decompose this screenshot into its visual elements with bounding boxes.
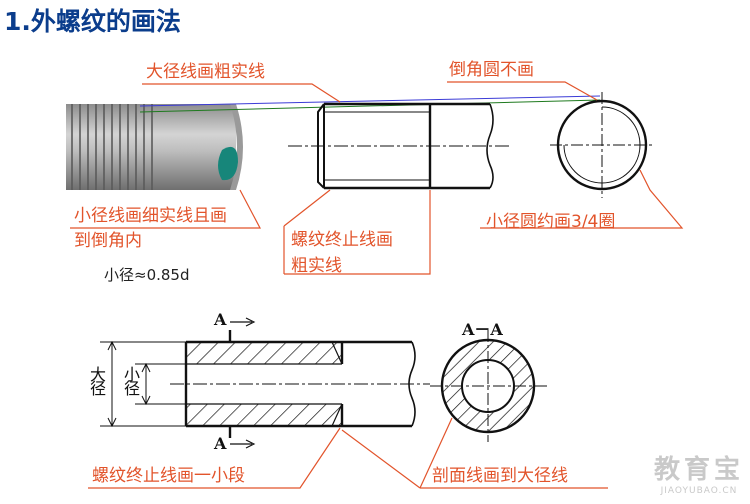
label-end-line-2: 粗实线: [291, 256, 342, 276]
page-title: 1.外螺纹的画法: [4, 7, 181, 36]
section-mark-bottom: A: [214, 434, 227, 453]
minor-guide-line: [139, 99, 601, 113]
watermark-sub: JIAOYUBAO.CN: [660, 486, 738, 496]
bolt-side-view: [288, 102, 512, 190]
label-minor-circle: 小径圆约画3/4圈: [486, 212, 616, 232]
dim-major: 大径: [87, 366, 106, 394]
watermark-main: 教育宝: [653, 455, 744, 485]
label-chamfer-circle: 倒角圆不画: [449, 60, 534, 80]
top-leaders: [70, 81, 684, 275]
label-major-thick: 大径线画粗实线: [146, 62, 265, 82]
label-minor-thin-2: 到倒角内: [74, 231, 142, 251]
label-minor-formula: 小径≈0.85d: [104, 266, 190, 284]
label-minor-thin-1: 小径线画细实线且画: [74, 206, 227, 226]
section-title: A－A: [462, 320, 503, 339]
major-guide-line: [139, 95, 601, 107]
label-end-segment: 螺纹终止线画一小段: [92, 466, 245, 486]
watermark: 教育宝 JIAOYUBAO.CN: [654, 449, 744, 496]
label-hatch-major: 剖面线画到大径线: [432, 466, 568, 486]
threaded-bolt-render: [66, 104, 243, 190]
bolt-end-view: [550, 92, 655, 198]
dim-minor: 小径: [121, 366, 140, 394]
bolt-section-view: [100, 317, 430, 449]
section-aa-view: [430, 330, 548, 442]
section-mark-top: A: [214, 310, 227, 329]
bottom-leaders: [88, 417, 608, 489]
label-end-line-1: 螺纹终止线画: [291, 230, 393, 250]
